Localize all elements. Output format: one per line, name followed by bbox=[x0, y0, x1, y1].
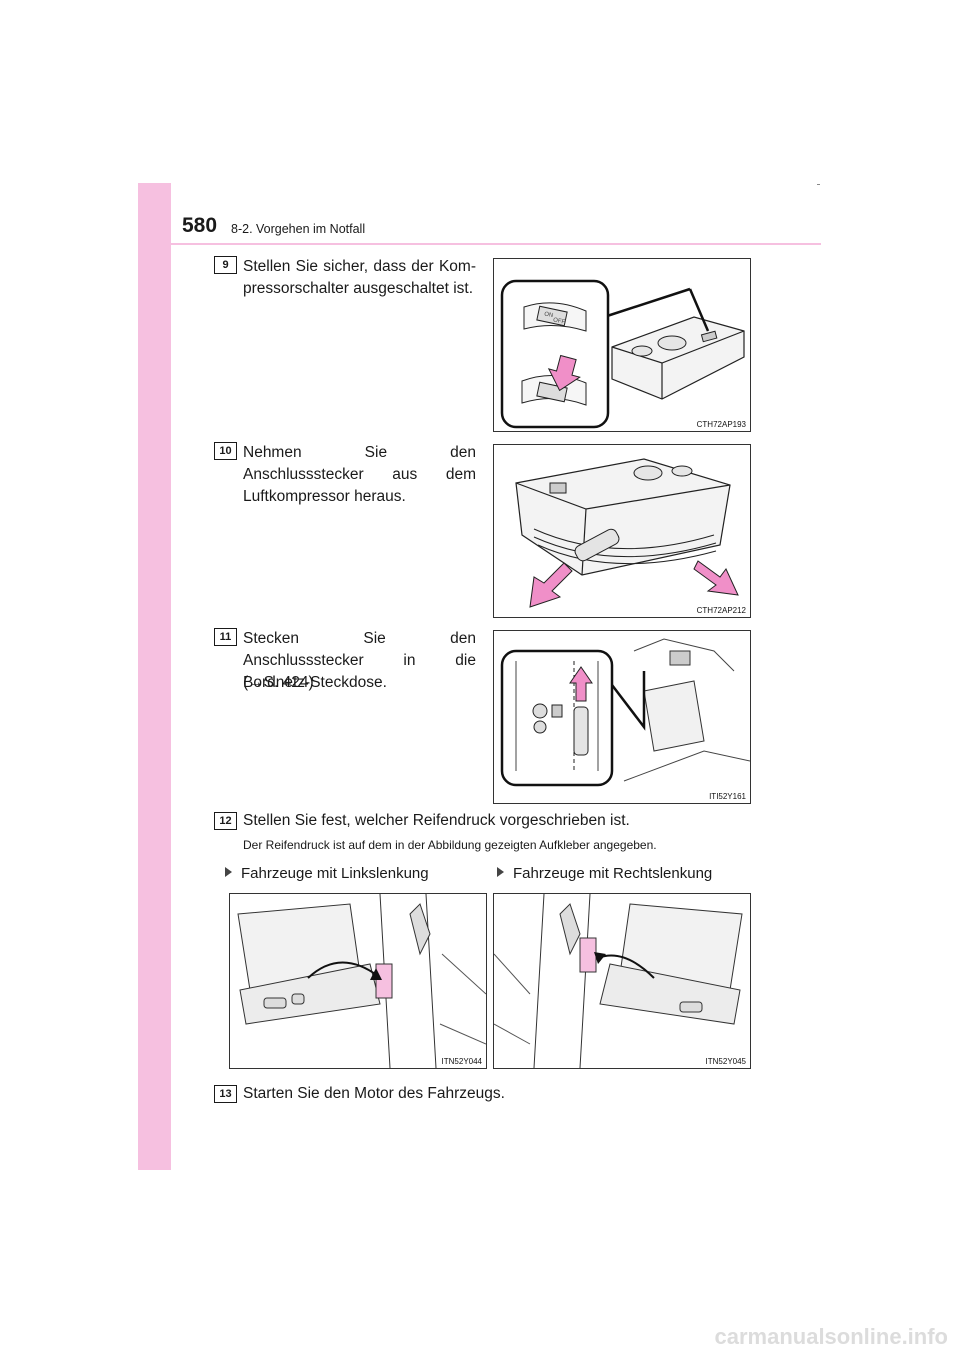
variant-label: Fahrzeuge mit Rechtslenkung bbox=[513, 865, 713, 882]
figure-code: ITN52Y045 bbox=[705, 1057, 746, 1066]
page-number: 580 bbox=[182, 214, 218, 237]
step-13-text: Starten Sie den Motor des Fahrzeugs. bbox=[243, 1085, 505, 1102]
variant-left-hand-drive: Fahrzeuge mit Linkslenkung bbox=[225, 865, 429, 882]
step-number-9: 9 bbox=[214, 256, 237, 274]
step-12-text: Stellen Sie fest, welcher Reifendruck vo… bbox=[243, 812, 630, 829]
chapter-sidebar bbox=[138, 183, 171, 1170]
watermark: carmanualsonline.info bbox=[714, 1324, 949, 1349]
figure-code: ITN52Y044 bbox=[441, 1057, 482, 1066]
section-title: 8-2. Vorgehen im Notfall bbox=[231, 222, 366, 236]
figure-power-outlet: ITI52Y161 bbox=[493, 630, 751, 804]
switch-off-label: OFF bbox=[553, 317, 566, 325]
figure-remove-plug: CTH72AP212 bbox=[493, 444, 751, 618]
variant-right-hand-drive: Fahrzeuge mit Rechtslenkung bbox=[497, 865, 712, 882]
step-number-10: 10 bbox=[214, 442, 237, 460]
figure-label-lhd: ITN52Y044 bbox=[229, 893, 487, 1069]
step-number-11: 11 bbox=[214, 628, 237, 646]
figure-code: CTH72AP212 bbox=[696, 606, 746, 615]
figure-code: CTH72AP193 bbox=[696, 420, 746, 429]
switch-on-label: ON bbox=[544, 311, 554, 319]
variant-label: Fahrzeuge mit Linkslenkung bbox=[241, 865, 429, 882]
header-rule bbox=[138, 243, 821, 245]
step-11-text: Stecken Sie den Anschlussstecker in die … bbox=[243, 630, 476, 691]
step-number-13: 13 bbox=[214, 1085, 237, 1103]
bullet-triangle-icon bbox=[225, 867, 232, 877]
step-12-caption: Der Reifendruck ist auf dem in der Abbil… bbox=[243, 838, 657, 852]
step-10-text: Nehmen Sie den Anschlussstecker aus dem … bbox=[243, 444, 476, 505]
crop-mark bbox=[817, 184, 820, 185]
figure-compressor-switch: ON OFF CTH72AP193 bbox=[493, 258, 751, 432]
step-number-12: 12 bbox=[214, 812, 237, 830]
figure-label-rhd: ITN52Y045 bbox=[493, 893, 751, 1069]
step-9-text: Stellen Sie sicher, dass der Kom-pressor… bbox=[243, 258, 476, 297]
figure-code: ITI52Y161 bbox=[709, 792, 746, 801]
bullet-triangle-icon bbox=[497, 867, 504, 877]
step-11-reference: (→S. 424) bbox=[243, 674, 314, 691]
